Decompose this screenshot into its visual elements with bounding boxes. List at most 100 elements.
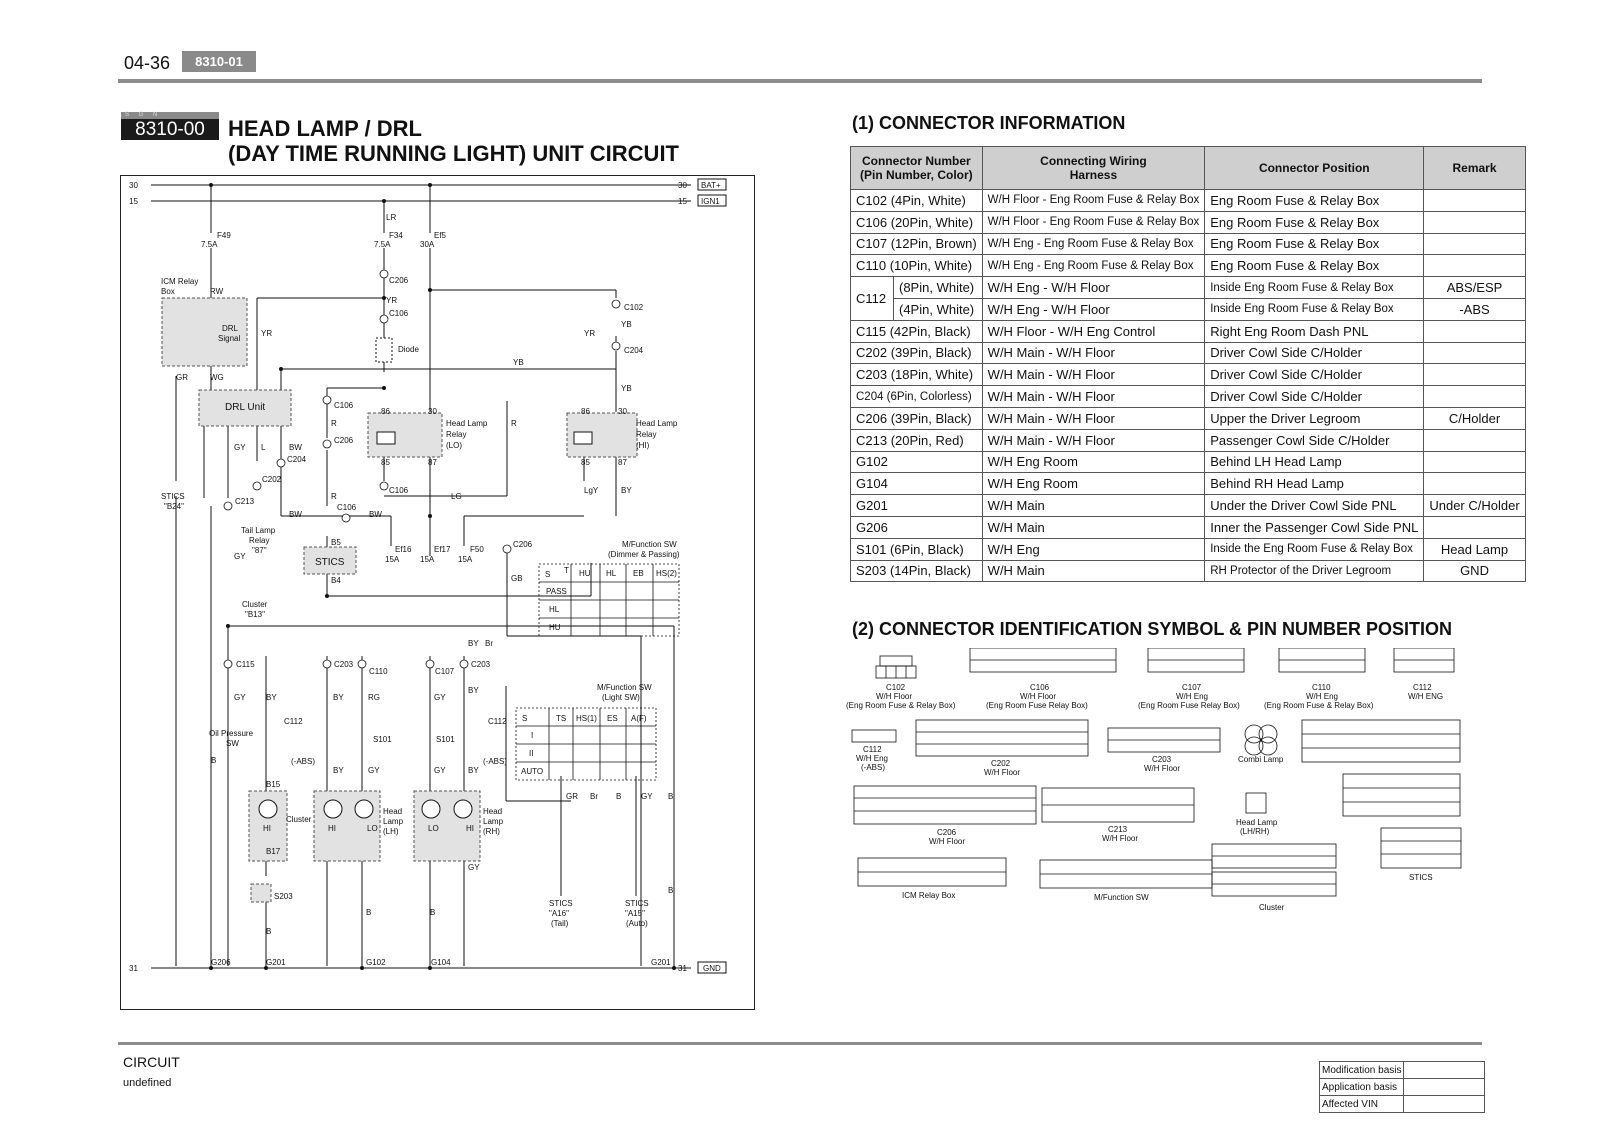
diagram-label: S	[545, 570, 550, 579]
table-cell: Eng Room Fuse & Relay Box	[1204, 254, 1425, 278]
table-cell: C206 (39Pin, Black)	[850, 406, 983, 430]
table-cell	[1423, 385, 1526, 408]
table-cell: Inside Eng Room Fuse & Relay Box	[1204, 276, 1425, 299]
diagram-label: (LH/RH)	[1240, 827, 1270, 836]
diagram-label: "87"	[252, 546, 267, 555]
diagram-label: SW	[226, 739, 239, 748]
diagram-label: EB	[633, 569, 644, 578]
c202-label: C202	[991, 759, 1011, 768]
diagram-label: (Light SW)	[602, 693, 640, 702]
c106-label: C106	[1030, 683, 1050, 692]
diagram-label: YB	[621, 384, 632, 393]
diagram-label: C202	[262, 475, 282, 484]
diagram-label: B	[266, 927, 271, 936]
table-cell: C/Holder	[1423, 406, 1526, 430]
diagram-label: LO	[428, 824, 439, 833]
diagram-label: BY	[333, 766, 344, 775]
diagram-label: B	[366, 908, 371, 917]
diagram-label: M/Function SW	[622, 540, 677, 549]
table-cell: Eng Room Fuse & Relay Box	[1204, 189, 1425, 212]
table-row: C110 (10Pin, White)W/H Eng - Eng Room Fu…	[850, 254, 1526, 278]
section-badge: 8310-01	[182, 51, 256, 72]
connector-pinouts: C102 W/H Floor (Eng Room Fuse & Relay Bo…	[846, 647, 1486, 943]
c110-label: C110	[1312, 683, 1331, 692]
diagram-label: Cluster	[286, 815, 312, 824]
diagram-label: Relay	[636, 430, 656, 439]
diagram-label: C206	[334, 436, 354, 445]
diagram-label: S	[522, 714, 527, 723]
diagram-label: B15	[266, 780, 281, 789]
table-cell: Driver Cowl Side C/Holder	[1204, 363, 1425, 387]
table-cell: C213 (20Pin, Red)	[850, 428, 983, 452]
table-cell: W/H Eng Room	[981, 450, 1206, 474]
table-cell	[1423, 341, 1526, 365]
diagram-label: R	[331, 419, 337, 428]
table-cell: Right Eng Room Dash PNL	[1204, 319, 1425, 343]
table-cell: Behind RH Head Lamp	[1204, 472, 1425, 496]
diagram-label: S101	[373, 735, 392, 744]
diagram-label: 31	[678, 964, 687, 973]
table-cell: (8Pin, White)	[893, 276, 983, 299]
mfsw-label: M/Function SW	[1094, 893, 1149, 902]
c203-label: C203	[1152, 755, 1172, 764]
diagram-label: 30A	[420, 240, 435, 249]
diagram-label: DRL	[222, 324, 239, 333]
table-cell: Passenger Cowl Side C/Holder	[1204, 428, 1425, 452]
diagram-label: (-ABS)	[291, 757, 315, 766]
diagram-label: GY	[234, 443, 246, 452]
table-cell: C203 (18Pin, White)	[850, 363, 983, 387]
table-cell: S101 (6Pin, Black)	[850, 537, 983, 561]
table-cell: G206	[850, 515, 983, 539]
c206-label: C206	[937, 828, 957, 837]
diagram-label: LR	[386, 213, 396, 222]
diagram-label: Head Lamp	[636, 419, 678, 428]
diagram-label: W/H Floor	[929, 837, 965, 846]
table-cell: W/H Main	[981, 494, 1206, 517]
diagram-label: W/H ENG	[1408, 692, 1443, 701]
diagram-label: GY	[468, 863, 480, 872]
diagram-label: B5	[331, 538, 341, 547]
diagram-label: BY	[468, 639, 479, 648]
diagram-label: Head	[483, 807, 502, 816]
diagram-label: YB	[513, 358, 524, 367]
diagram-label: C115	[236, 660, 255, 669]
table-cell: G102	[850, 450, 983, 474]
c112-abs-label: C112	[863, 745, 882, 754]
diagram-label: C203	[471, 660, 491, 669]
table-cell: W/H Eng	[981, 537, 1206, 561]
diagram-label: C110	[369, 667, 388, 676]
diagram-label: STICS	[161, 492, 185, 501]
diagram-label: Ef17	[434, 545, 451, 554]
col-connector-number: Connector Number(Pin Number, Color)	[850, 146, 983, 190]
table-cell: (4Pin, White)	[893, 297, 983, 321]
diagram-label: YB	[621, 320, 632, 329]
c102-label: C102	[886, 683, 906, 692]
diagram-label: F49	[217, 231, 231, 240]
diagram-label: (Eng Room Fuse Relay Box)	[1138, 701, 1240, 710]
diagram-label: (Eng Room Fuse Relay Box)	[986, 701, 1088, 710]
diagram-label: W/H Floor	[984, 768, 1020, 777]
diagram-label: (Eng Room Fuse & Relay Box)	[846, 701, 956, 710]
table-row: Affected VIN	[1318, 1095, 1485, 1113]
diagram-label: 15A	[420, 555, 435, 564]
table-cell: GND	[1423, 559, 1526, 583]
diagram-label: 15	[678, 197, 687, 206]
diagram-label: 30	[618, 407, 627, 416]
table-cell: Driver Cowl Side C/Holder	[1204, 341, 1425, 365]
diagram-label: C206	[389, 276, 409, 285]
ign-label: IGN1	[701, 197, 720, 206]
diagram-label: T	[564, 566, 569, 575]
diagram-label: HI	[466, 824, 474, 833]
footer-sub: undefined	[123, 1077, 172, 1089]
diagram-label: C112	[284, 717, 303, 726]
diagram-label: Head	[383, 807, 402, 816]
diagram-label: 85	[581, 458, 590, 467]
table-cell: ABS/ESP	[1423, 276, 1526, 299]
table-cell: Eng Room Fuse & Relay Box	[1204, 210, 1425, 234]
table-cell: W/H Eng - W/H Floor	[981, 297, 1206, 321]
diagram-label: GY	[434, 693, 446, 702]
circuit-diagram: 30 15 31 30 15 31 BAT+ IGN1 GND F49 7.5A…	[120, 175, 755, 1010]
